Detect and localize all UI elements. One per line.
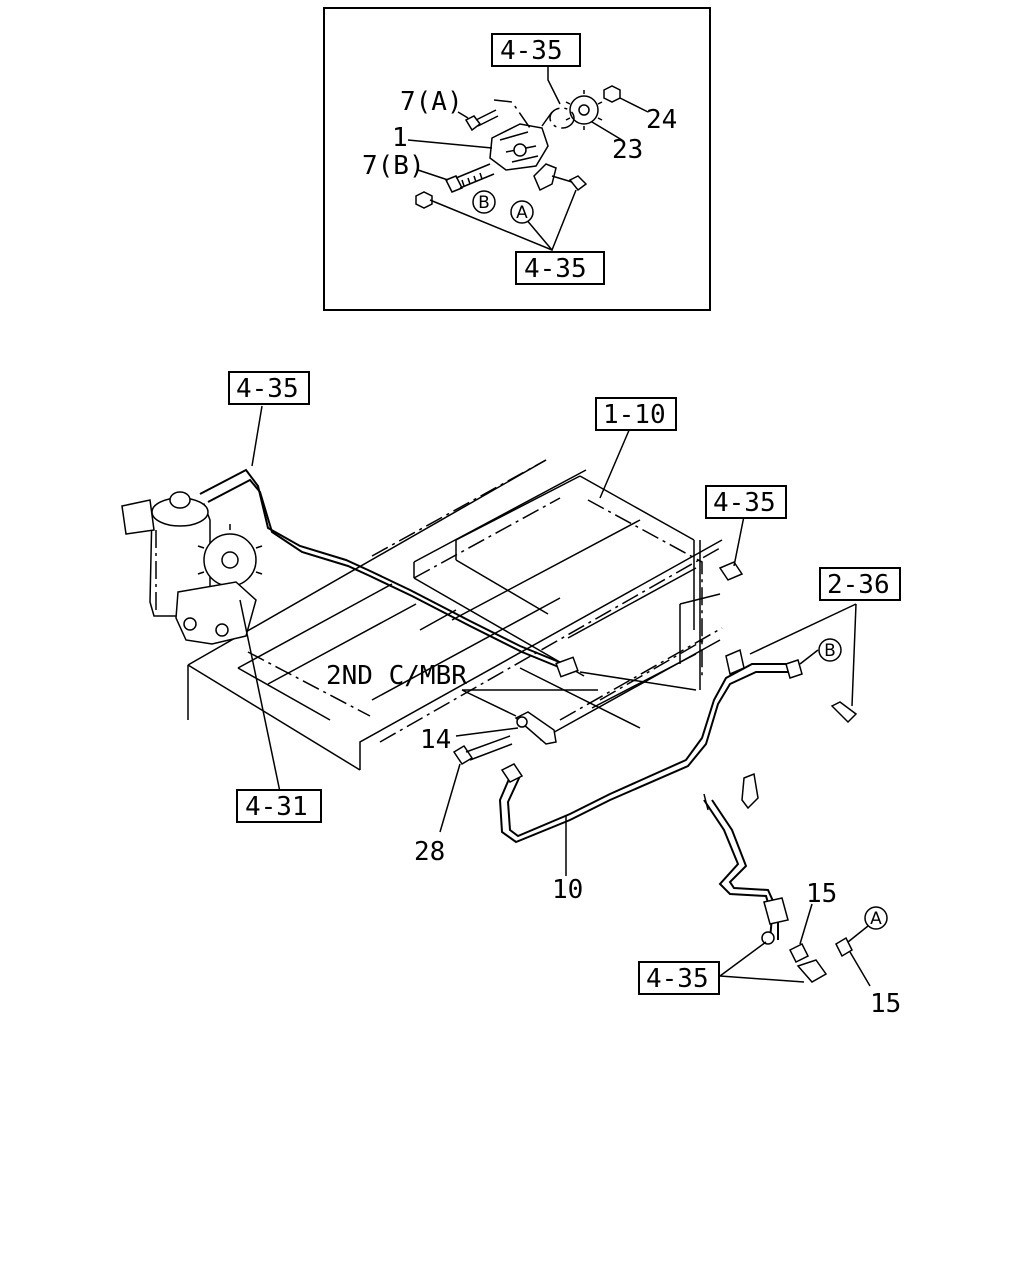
part-28: 28 xyxy=(414,837,445,867)
bolt-28 xyxy=(452,744,474,766)
bolt-2-36 xyxy=(830,701,858,724)
ref-right-mid: 2-36 xyxy=(827,570,890,600)
bolt-28-shank xyxy=(465,735,513,761)
leader-inset-top xyxy=(547,64,561,105)
leader-28 xyxy=(439,763,461,833)
part-24: 24 xyxy=(646,105,677,135)
part-15a: 15 xyxy=(806,879,837,909)
part-14: 14 xyxy=(420,725,451,755)
circle-main-a xyxy=(864,906,888,930)
circle-inset-b xyxy=(472,190,496,214)
leader-main-b xyxy=(799,649,819,665)
ref-box-right-top[interactable] xyxy=(705,485,787,519)
ref-box-2-36[interactable] xyxy=(819,567,901,601)
ref-right-top: 4-35 xyxy=(713,488,776,518)
union-b xyxy=(785,659,803,679)
leader-2-36 xyxy=(749,603,857,707)
hose-end xyxy=(500,763,524,783)
part-15b: 15 xyxy=(870,989,901,1019)
circle-main-b-label: B xyxy=(824,641,836,661)
leader-15b xyxy=(849,951,871,987)
ref-box-4-31[interactable] xyxy=(236,789,322,823)
ref-main-left: 4-35 xyxy=(236,374,299,404)
ref-box-frame[interactable] xyxy=(595,397,677,431)
ref-box-bottom-right[interactable] xyxy=(638,961,720,995)
bracket-assembly-bottom-right xyxy=(703,772,853,983)
hose-10-upper xyxy=(498,671,790,844)
ref-inset-bottom: 4-35 xyxy=(524,254,587,284)
part-1: 1 xyxy=(392,123,408,153)
label-member: 2ND C/MBR xyxy=(326,661,467,691)
circle-inset-a-label: A xyxy=(516,203,528,223)
leader-bottom-right xyxy=(719,941,805,983)
circle-inset-b-label: B xyxy=(478,193,490,213)
chassis-frame xyxy=(187,459,723,771)
circle-main-a-label: A xyxy=(870,909,882,929)
circle-inset-a xyxy=(510,200,534,224)
clamp-right xyxy=(725,648,745,676)
ref-gear-box: 4-31 xyxy=(245,792,308,822)
inset-pump-assembly xyxy=(415,85,621,209)
leader-right-top xyxy=(733,515,745,567)
clip-14-nut xyxy=(516,716,528,728)
steering-gear-box xyxy=(121,491,263,645)
leader-1 xyxy=(407,139,493,149)
leader-7a xyxy=(457,111,469,119)
leader-main-left xyxy=(251,405,263,467)
return-pipe-upper xyxy=(199,468,565,665)
circle-main-b xyxy=(818,638,842,662)
leader-7b xyxy=(417,169,449,181)
return-pipe-lower xyxy=(207,478,567,671)
leader-frame xyxy=(599,427,631,499)
leader-24 xyxy=(619,97,649,113)
part-7b: 7(B) xyxy=(362,151,425,181)
leader-14 xyxy=(455,727,519,737)
leader-inset-bottom xyxy=(429,189,577,251)
ref-box-inset-bottom[interactable] xyxy=(515,251,605,285)
ref-box-inset-top[interactable] xyxy=(491,33,581,67)
part-7a: 7(A) xyxy=(400,87,463,117)
part-10: 10 xyxy=(552,875,583,905)
clip-right-top xyxy=(718,561,744,581)
leader-right-top-b xyxy=(679,593,721,664)
leader-4-31 xyxy=(239,599,281,793)
ref-inset-top: 4-35 xyxy=(500,36,563,66)
leader-main-a xyxy=(847,925,869,943)
leader-23 xyxy=(591,121,623,141)
inset-frame xyxy=(323,7,711,311)
hose-10-lower xyxy=(506,663,788,838)
leader-15a xyxy=(799,903,813,945)
ref-box-main-left[interactable] xyxy=(228,371,310,405)
pipe-end-fitting xyxy=(555,656,579,678)
leader-member xyxy=(419,609,598,717)
ref-frame: 1-10 xyxy=(603,400,666,430)
part-23: 23 xyxy=(612,135,643,165)
ref-bottom-right: 4-35 xyxy=(646,964,709,994)
